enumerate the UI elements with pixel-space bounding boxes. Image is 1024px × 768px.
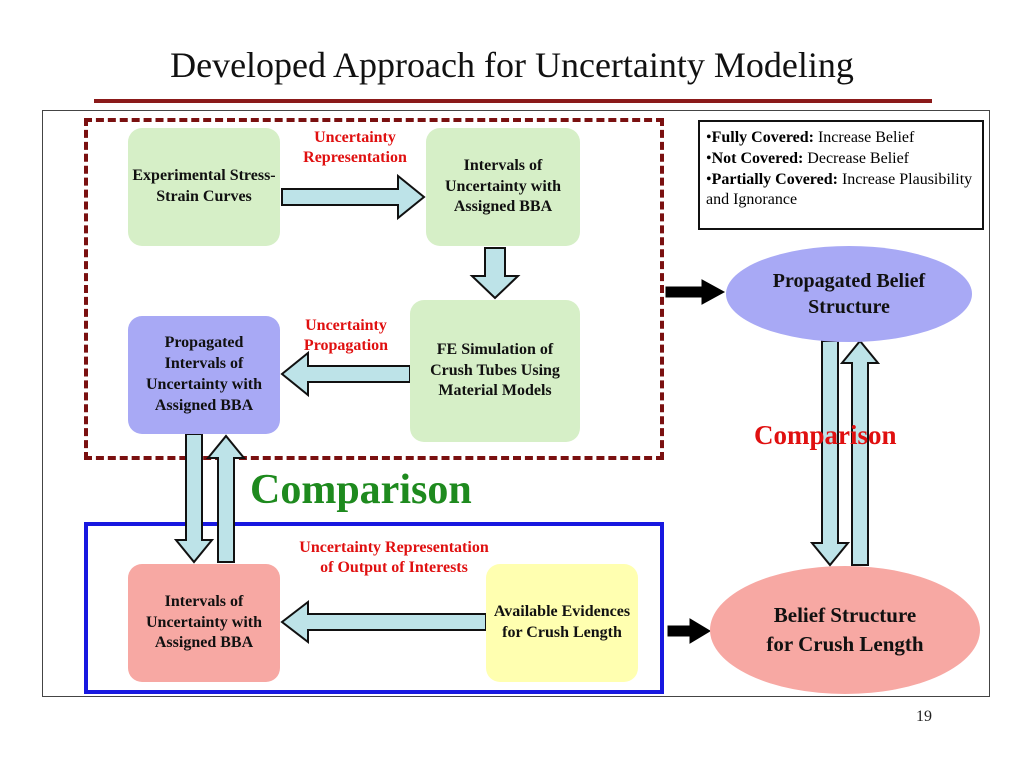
box-experimental-curves: Experimental Stress-Strain Curves: [128, 128, 280, 246]
arrow-up-right-pair: [839, 339, 881, 566]
page-title: Developed Approach for Uncertainty Model…: [170, 45, 854, 85]
label-propagation: Uncertainty Propagation: [303, 317, 389, 354]
arrow-propagation: [280, 350, 411, 398]
label-representation-top: Uncertainty Representation: [303, 129, 407, 166]
legend-box: •Fully Covered: Increase Belief •Not Cov…: [698, 120, 984, 230]
box-propagated-intervals: Propagated Intervals of Uncertainty with…: [128, 316, 280, 434]
box-intervals-bottom: Intervals of Uncertainty with Assigned B…: [128, 564, 280, 682]
arrow-down-right-pair: [809, 340, 851, 567]
arrow-to-belief-crush: [667, 618, 711, 644]
arrow-representation-output: [280, 599, 487, 645]
arrow-up-left-pair: [205, 434, 247, 563]
label-representation-output: Uncertainty Representation of Output of …: [299, 539, 489, 576]
comparison-center-label: Comparison: [250, 467, 472, 513]
page-number: 19: [916, 708, 932, 725]
legend-desc: Increase Belief: [817, 129, 915, 146]
box-fe-simulation: FE Simulation of Crush Tubes Using Mater…: [410, 300, 580, 442]
legend-item-fully: •Fully Covered: Increase Belief: [706, 129, 915, 146]
title-underline: [94, 99, 932, 103]
arrow-down-to-fe: [469, 247, 521, 300]
ellipse-propagated-belief: Propagated Belief Structure: [726, 246, 972, 342]
arrow-to-propagated-belief: [665, 279, 726, 305]
legend-term: Not Covered:: [711, 149, 804, 167]
legend-term: Partially Covered:: [711, 170, 838, 188]
arrow-down-left-pair: [173, 433, 215, 564]
legend-desc: Increase Plausibility and Ignorance: [706, 170, 973, 209]
ellipse-belief-crush-length: Belief Structure for Crush Length: [710, 566, 980, 694]
blue-region: [84, 522, 664, 694]
legend-desc: Decrease Belief: [807, 149, 910, 167]
diagram-frame: [42, 110, 990, 697]
legend-term: Fully Covered:: [711, 129, 814, 146]
legend-item-partially: •Partially Covered: Increase Plausibilit…: [706, 170, 973, 209]
legend-item-not: •Not Covered: Decrease Belief: [706, 149, 910, 167]
box-available-evidences: Available Evidences for Crush Length: [486, 564, 638, 682]
arrow-representation-top: [281, 173, 426, 221]
box-intervals-top: Intervals of Uncertainty with Assigned B…: [426, 128, 580, 246]
comparison-right-label: Comparison: [754, 420, 897, 450]
dashed-region: [84, 118, 664, 460]
